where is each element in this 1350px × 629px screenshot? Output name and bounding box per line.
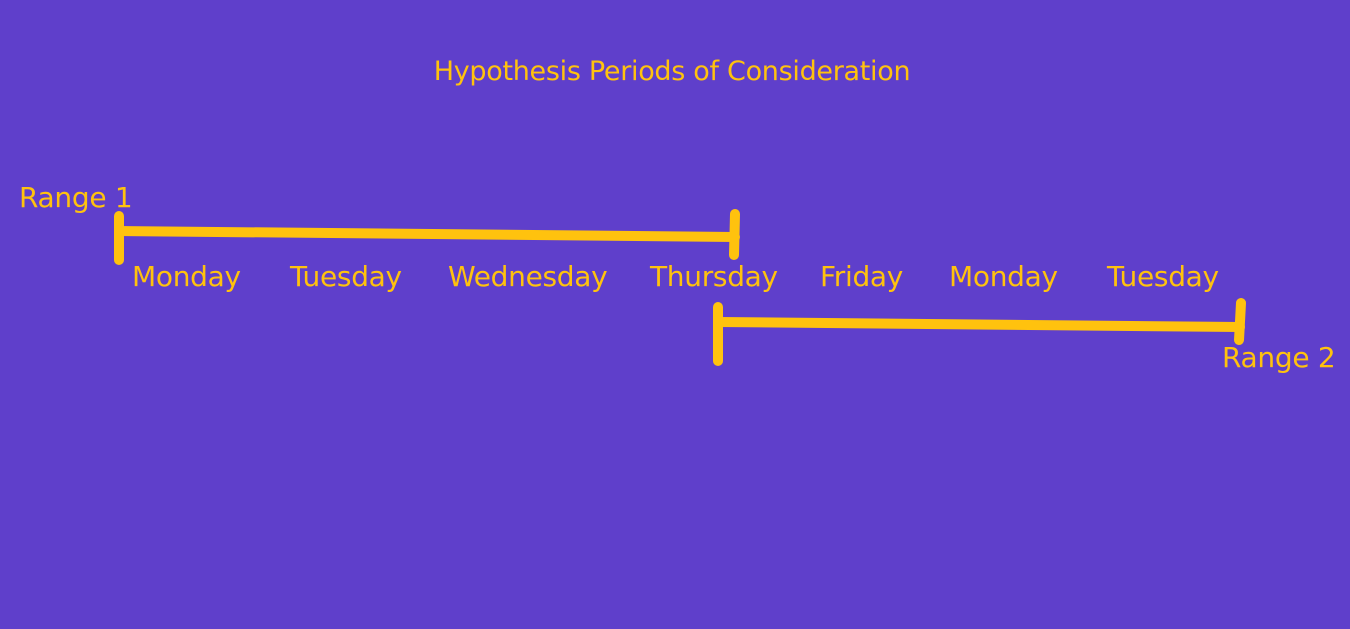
range-2-label: Range 2: [1222, 341, 1336, 374]
day-label-tuesday-2: Tuesday: [1107, 260, 1219, 293]
range-2-bracket: [713, 298, 1246, 366]
range-1-bar: [115, 226, 740, 242]
day-label-monday-2: Monday: [949, 260, 1058, 293]
range-1-bracket: [114, 209, 740, 265]
day-label-monday: Monday: [132, 260, 241, 293]
range-1-end-tick: [729, 209, 740, 260]
day-label-thursday: Thursday: [650, 260, 778, 293]
day-label-tuesday: Tuesday: [290, 260, 402, 293]
diagram-title: Hypothesis Periods of Consideration: [433, 56, 911, 87]
day-label-friday: Friday: [820, 260, 904, 293]
range-1-label: Range 1: [19, 181, 133, 214]
range-2-end-tick: [1234, 298, 1246, 345]
range-2-bar: [714, 317, 1245, 332]
day-label-wednesday: Wednesday: [448, 260, 608, 293]
